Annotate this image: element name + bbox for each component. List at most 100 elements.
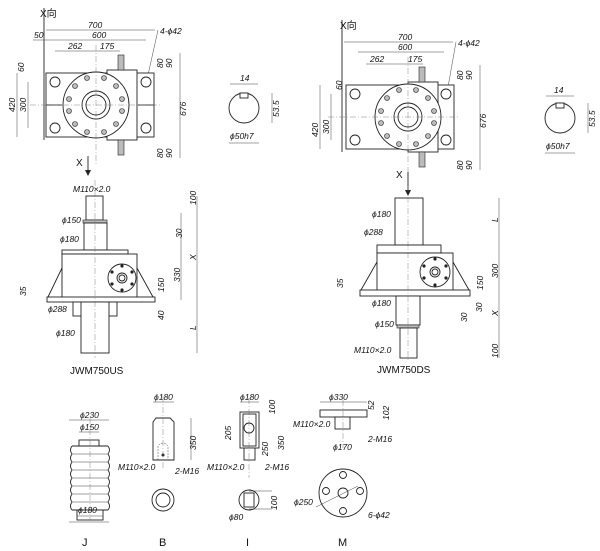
dim-dia-180: ϕ180 xyxy=(154,392,173,402)
dim-x: X xyxy=(188,254,198,261)
dim-holes: 4-ϕ42 xyxy=(160,26,182,36)
detail-label-i: I xyxy=(246,537,249,549)
dim-dia-150: ϕ150 xyxy=(375,319,394,329)
dim-420: 420 xyxy=(7,98,17,112)
dim-holes: 6-ϕ42 xyxy=(368,510,390,520)
detail-j-bellows: ϕ230 ϕ150 ϕ180 J xyxy=(69,410,110,549)
dim-80: 80 xyxy=(455,70,465,80)
dim-thread: M110×2.0 xyxy=(73,184,111,194)
dim-100: 100 xyxy=(188,191,198,205)
dim-thread: M110×2.0 xyxy=(293,419,331,429)
dim-dia-180: ϕ180 xyxy=(372,209,391,219)
dim-dia-180: ϕ180 xyxy=(60,234,79,244)
dim-90: 90 xyxy=(164,58,174,68)
dim-35: 35 xyxy=(335,278,345,288)
dim-90: 90 xyxy=(464,160,474,170)
dim-102: 102 xyxy=(381,406,391,420)
detail-i: ϕ180 100 205 250 350 M110×2.0 2-M16 100 … xyxy=(207,392,289,549)
view-label: X向 xyxy=(40,7,57,20)
detail-m: ϕ330 52 102 M110×2.0 2-M16 ϕ170 ϕ250 6-ϕ… xyxy=(293,392,392,549)
dim-dia-230: ϕ230 xyxy=(80,410,99,420)
dim-300: 300 xyxy=(490,264,500,278)
dim-330: 330 xyxy=(172,268,182,282)
dim-bolts: 2-M16 xyxy=(264,462,289,472)
dim-30-nut: 30 xyxy=(459,312,469,322)
dim-676: 676 xyxy=(178,102,188,116)
dim-14: 14 xyxy=(240,73,250,83)
plan-view-left: X向 700 50 600 262 175 4-ϕ42 420 300 60 6… xyxy=(7,7,188,176)
dim-420: 420 xyxy=(310,123,320,137)
model-label-us: JWM750US xyxy=(70,366,124,377)
dim-100-lower: 100 xyxy=(269,496,279,510)
dim-52: 52 xyxy=(366,400,376,410)
dim-300: 300 xyxy=(18,98,28,112)
detail-label-b: B xyxy=(159,537,166,549)
dim-700: 700 xyxy=(88,20,102,30)
shaft-detail-left: 14 53.5 ϕ50h7 xyxy=(228,73,281,144)
dim-50: 50 xyxy=(34,30,44,40)
dim-dia-150: ϕ150 xyxy=(62,215,81,225)
dim-262: 262 xyxy=(67,41,82,51)
dim-dia-180: ϕ180 xyxy=(240,392,259,402)
detail-label-m: M xyxy=(338,537,347,549)
dim-thread: M110×2.0 xyxy=(354,345,392,355)
dim-dia-250: ϕ250 xyxy=(294,497,313,507)
dim-700: 700 xyxy=(398,32,412,42)
shaft-detail-right: 14 53.5 ϕ50h7 xyxy=(544,85,597,154)
dim-100: 100 xyxy=(490,344,500,358)
dim-205: 205 xyxy=(223,426,233,441)
dim-L: L xyxy=(188,325,198,330)
dim-dia-330: ϕ330 xyxy=(329,392,348,402)
dim-dia-180-lower: ϕ180 xyxy=(372,298,391,308)
dim-dia-180-lower: ϕ180 xyxy=(56,328,75,338)
dim-600: 600 xyxy=(92,30,106,40)
elevation-jwm750ds: ϕ180 ϕ288 ϕ180 ϕ150 M110×2.0 L 300 150 3… xyxy=(335,186,500,376)
dim-holes: 4-ϕ42 xyxy=(458,38,480,48)
dim-30: 30 xyxy=(174,228,184,238)
dim-150: 150 xyxy=(156,278,166,292)
dim-shaft-dia: ϕ50h7 xyxy=(230,131,254,141)
dim-53-5: 53.5 xyxy=(271,100,281,117)
dim-80: 80 xyxy=(455,160,465,170)
dim-bolts: 2-M16 xyxy=(367,434,392,444)
dim-35: 35 xyxy=(18,286,28,296)
dim-175: 175 xyxy=(408,54,422,64)
dim-thread: M110×2.0 xyxy=(207,462,245,472)
dim-30: 30 xyxy=(474,302,484,312)
dim-262: 262 xyxy=(369,54,384,64)
dim-14: 14 xyxy=(554,85,564,95)
dim-60: 60 xyxy=(16,62,26,72)
dim-60: 60 xyxy=(334,80,344,90)
dim-x: X xyxy=(490,310,500,317)
dim-676: 676 xyxy=(478,114,488,128)
dim-dia-180: ϕ180 xyxy=(78,505,97,515)
dim-80: 80 xyxy=(155,58,165,68)
dim-dia-170: ϕ170 xyxy=(333,442,352,452)
dim-80: 80 xyxy=(155,148,165,158)
dim-bolts: 2-M16 xyxy=(174,466,199,476)
dim-dia-288: ϕ288 xyxy=(364,227,383,237)
elevation-jwm750us: M110×2.0 ϕ150 ϕ180 ϕ288 ϕ180 100 30 X 33… xyxy=(18,180,198,377)
model-label-ds: JWM750DS xyxy=(377,365,431,376)
dim-175: 175 xyxy=(100,41,114,51)
dim-100: 100 xyxy=(267,400,277,414)
dim-dia-80: ϕ80 xyxy=(229,512,243,522)
dim-90: 90 xyxy=(464,70,474,80)
dim-53-5: 53.5 xyxy=(587,110,597,127)
detail-b: ϕ180 350 M110×2.0 2-M16 B xyxy=(118,392,199,549)
dim-90: 90 xyxy=(164,148,174,158)
dim-shaft-dia: ϕ50h7 xyxy=(546,141,570,151)
dim-250: 250 xyxy=(260,442,270,457)
plan-view-right: X向 700 600 262 175 4-ϕ42 420 300 60 676 … xyxy=(310,19,488,196)
view-arrow-label: X xyxy=(76,158,83,169)
view-label: X向 xyxy=(340,19,357,32)
dim-350: 350 xyxy=(276,436,286,450)
dim-40: 40 xyxy=(156,310,166,320)
dim-350: 350 xyxy=(188,436,198,450)
detail-label-j: J xyxy=(82,537,88,549)
dim-300: 300 xyxy=(321,120,331,134)
view-arrow-label: X xyxy=(396,170,403,181)
dim-dia-150: ϕ150 xyxy=(80,422,99,432)
dim-thread: M110×2.0 xyxy=(118,462,156,472)
